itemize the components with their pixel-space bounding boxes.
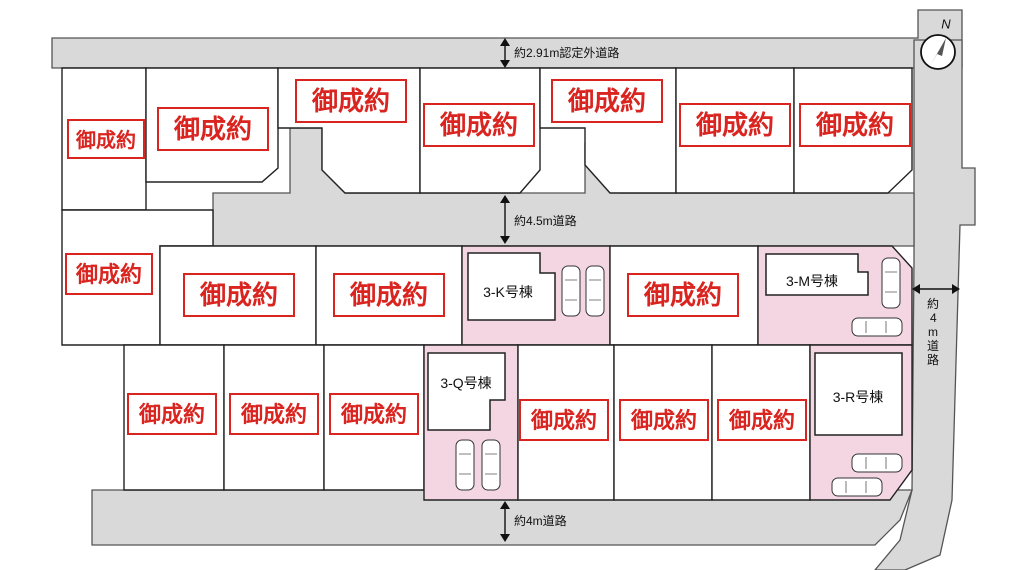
- sold-stamp: 御成約: [679, 103, 791, 147]
- svg-text:約4.5m道路: 約4.5m道路: [514, 213, 577, 228]
- building-3-k: 3-K号棟: [467, 252, 556, 321]
- svg-text:路: 路: [927, 352, 939, 367]
- building-3-q: 3-Q号棟: [427, 352, 506, 431]
- sold-stamp-label: 御成約: [643, 280, 722, 311]
- svg-text:3-Q号棟: 3-Q号棟: [440, 375, 491, 391]
- sold-stamp-label: 御成約: [695, 110, 774, 141]
- svg-text:約: 約: [927, 296, 939, 311]
- sold-stamp-label: 御成約: [630, 408, 697, 434]
- sold-stamp: 御成約: [329, 393, 419, 435]
- car-icon: [881, 257, 901, 309]
- sold-stamp-label: 御成約: [340, 402, 407, 428]
- sold-stamp: 御成約: [157, 107, 269, 151]
- sold-stamp: 御成約: [229, 393, 319, 435]
- sold-stamp: 御成約: [333, 273, 445, 317]
- sold-stamp-label: 御成約: [728, 408, 795, 434]
- sold-stamp-label: 御成約: [439, 110, 518, 141]
- sold-stamp: 御成約: [519, 399, 609, 441]
- sold-stamp-label: 御成約: [173, 114, 252, 145]
- middle-road-width-label: 約4.5m道路: [500, 195, 577, 244]
- svg-text:道: 道: [927, 339, 939, 353]
- svg-text:3-R号棟: 3-R号棟: [833, 389, 884, 405]
- right-road-width-label: 約 4 m 道 路: [912, 284, 960, 367]
- sold-stamp-label: 御成約: [75, 128, 136, 152]
- svg-text:3-K号棟: 3-K号棟: [483, 284, 533, 300]
- building-3-r: 3-R号棟: [814, 352, 903, 436]
- north-compass-icon: N: [920, 17, 956, 70]
- sold-stamp-label: 御成約: [815, 110, 894, 141]
- sold-stamp: 御成約: [551, 79, 663, 123]
- sold-stamp-label: 御成約: [75, 262, 142, 288]
- sold-stamp: 御成約: [295, 79, 407, 123]
- sold-stamp: 御成約: [717, 399, 807, 441]
- sold-stamp: 御成約: [67, 119, 145, 159]
- car-icon: [455, 439, 475, 491]
- bottom-road-width-label: 約4m道路: [500, 501, 567, 542]
- svg-text:m: m: [928, 325, 938, 339]
- svg-text:約2.91m認定外道路: 約2.91m認定外道路: [514, 45, 619, 60]
- car-icon: [481, 439, 501, 491]
- sold-stamp-label: 御成約: [311, 86, 390, 117]
- sold-stamp: 御成約: [65, 253, 153, 295]
- sold-stamp-label: 御成約: [240, 402, 307, 428]
- sold-stamps: 御成約御成約御成約御成約御成約御成約御成約御成約御成約御成約御成約御成約御成約御…: [65, 79, 911, 441]
- sold-stamp-label: 御成約: [530, 408, 597, 434]
- right-road: [874, 39, 976, 570]
- svg-text:3-M号棟: 3-M号棟: [786, 273, 838, 289]
- sold-stamp-label: 御成約: [138, 402, 205, 428]
- sold-stamp: 御成約: [627, 273, 739, 317]
- svg-text:N: N: [941, 17, 951, 32]
- car-icon: [831, 477, 883, 497]
- svg-text:4: 4: [930, 311, 937, 325]
- building-3-m: 3-M号棟: [765, 253, 869, 296]
- sold-stamp-label: 御成約: [349, 280, 428, 311]
- top-road-width-label: 約2.91m認定外道路: [500, 38, 619, 68]
- top-road: [51, 9, 963, 69]
- sold-stamp-label: 御成約: [567, 86, 646, 117]
- sold-stamp: 御成約: [423, 103, 535, 147]
- car-icon: [585, 265, 605, 317]
- sold-stamp: 御成約: [183, 273, 295, 317]
- svg-text:約4m道路: 約4m道路: [514, 513, 567, 528]
- car-icon: [561, 265, 581, 317]
- car-icon: [851, 317, 903, 337]
- sold-stamp: 御成約: [799, 103, 911, 147]
- sold-stamp: 御成約: [619, 399, 709, 441]
- sold-stamp: 御成約: [127, 393, 217, 435]
- car-icon: [851, 453, 903, 473]
- sold-stamp-label: 御成約: [199, 280, 278, 311]
